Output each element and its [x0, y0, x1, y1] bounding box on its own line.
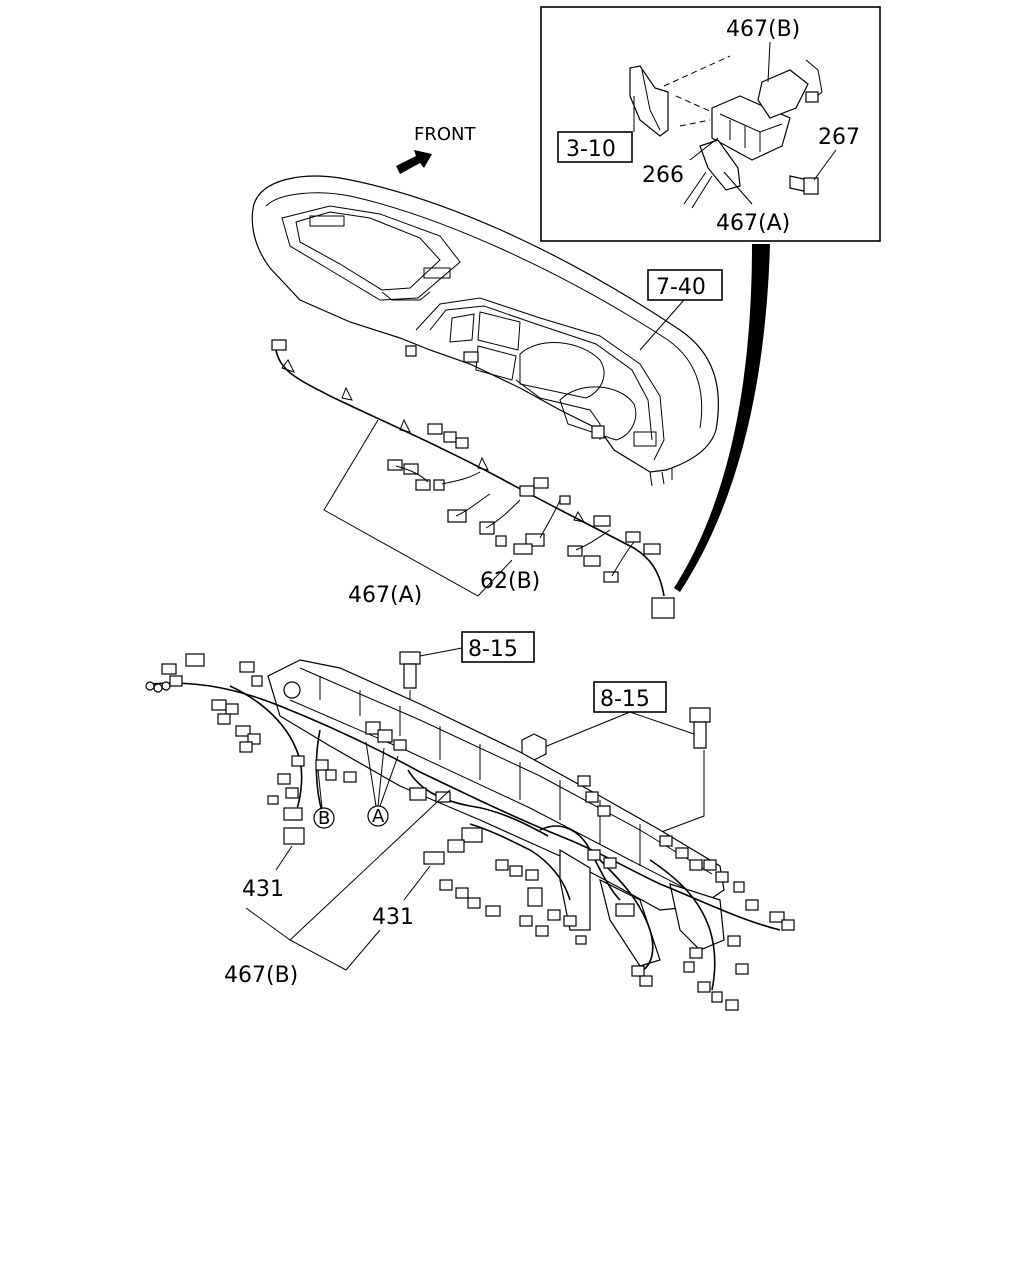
connector-431-center	[423, 851, 445, 865]
inset-frame	[540, 6, 881, 242]
ref-label-7-40: 7-40	[656, 275, 706, 300]
connector-62b	[513, 543, 533, 555]
harness-label-467a: 467(A)	[348, 583, 422, 608]
marker-a-label: A	[372, 806, 385, 827]
part-label-62b: 62(B)	[480, 569, 540, 594]
inset-label-267: 267	[818, 125, 860, 150]
leader-467b	[289, 789, 451, 941]
ref-label-8-15-lower: 8-15	[600, 687, 650, 712]
harness-467b	[145, 653, 795, 1011]
bracket-467b	[245, 907, 381, 971]
inset-bracket	[629, 65, 669, 137]
connector-main-467a	[651, 597, 675, 619]
instrument-panel	[251, 175, 719, 487]
ref-box-7-40	[647, 269, 723, 301]
front-label: FRONT	[414, 124, 476, 145]
inset-label-3-10: 3-10	[566, 137, 616, 162]
harness-label-467b: 467(B)	[224, 963, 298, 988]
leader-8-15-lower	[541, 711, 695, 749]
cross-member	[267, 659, 725, 967]
leader-8-15-upper	[419, 647, 463, 657]
marker-a	[365, 741, 399, 827]
inset-leader-curve	[674, 244, 770, 592]
marker-b	[313, 769, 335, 829]
ref-box-8-15-lower	[593, 681, 667, 713]
front-arrow-icon	[396, 150, 432, 174]
ref-box-8-15-upper	[461, 631, 535, 663]
bracket-467a	[323, 419, 513, 597]
bolt-lower	[639, 707, 711, 841]
inset-detail	[540, 6, 881, 242]
inset-connector-467b	[757, 69, 809, 119]
part-label-431-left: 431	[242, 877, 284, 902]
inset-bracket-467a	[699, 139, 741, 191]
connector-431-left	[283, 827, 305, 845]
leader-431-left	[275, 845, 293, 871]
inset-label-266: 266	[642, 163, 684, 188]
inset-label-467b: 467(B)	[726, 17, 800, 42]
inset-label-467a: 467(A)	[716, 211, 790, 236]
leader-431-center	[403, 865, 431, 901]
marker-b-label: B	[318, 808, 330, 829]
leader-7-40	[639, 299, 685, 351]
ref-label-8-15-upper: 8-15	[468, 637, 518, 662]
harness-467a	[271, 339, 675, 619]
inset-ref-box	[557, 131, 633, 163]
part-label-431-center: 431	[372, 905, 414, 930]
